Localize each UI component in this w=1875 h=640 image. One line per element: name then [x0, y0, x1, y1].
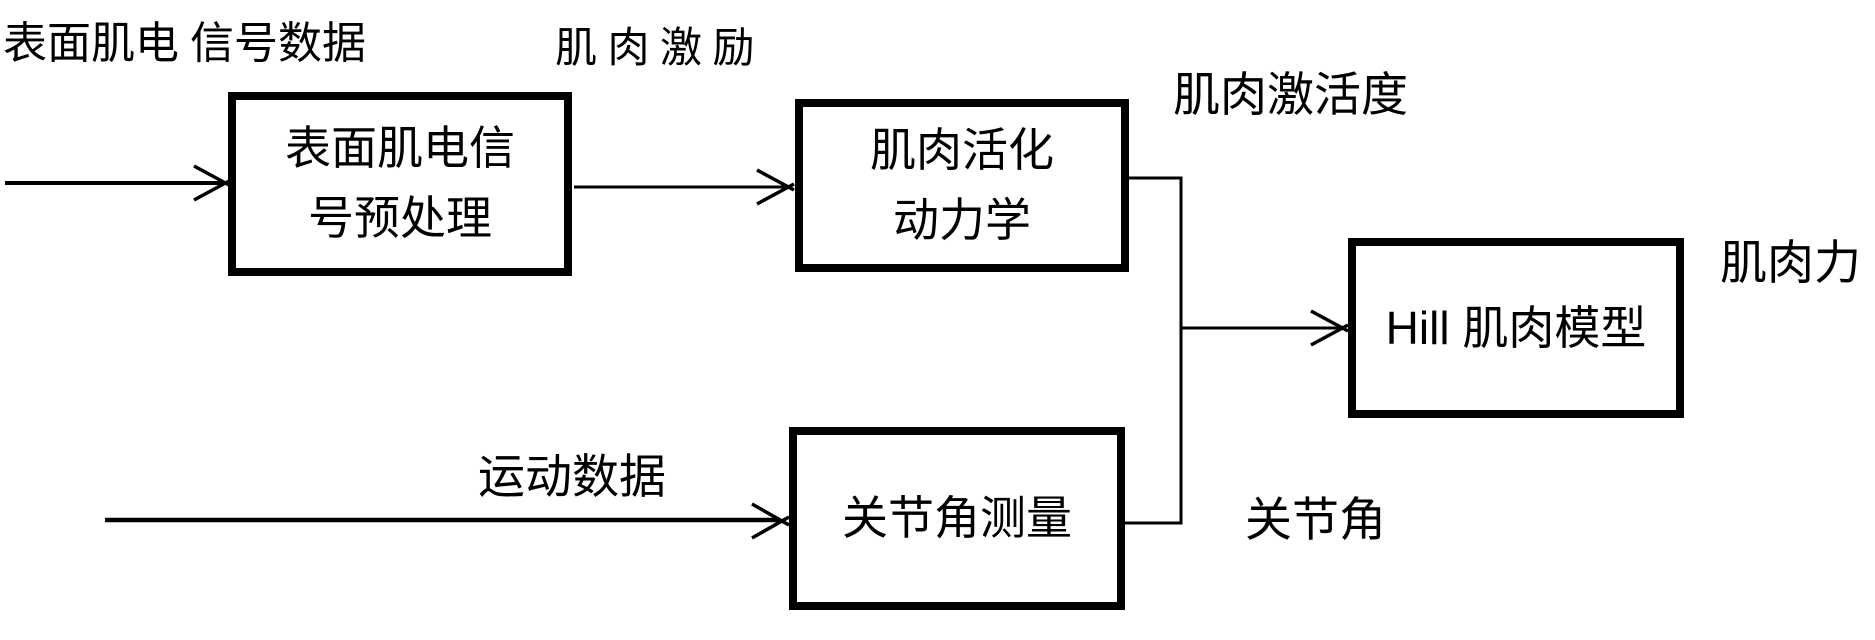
- merge-to-hill-arrowhead-icon: [1310, 309, 1349, 347]
- merge-elbow-connector: [1125, 176, 1183, 525]
- joint-angle-measure-label: 关节角测量: [842, 492, 1072, 544]
- preprocess-to-activation-arrowhead-icon: [756, 168, 795, 206]
- semg-preprocess-label-line2: 号预处理: [308, 193, 492, 244]
- hill-muscle-model-label: Hill 肌肉模型: [1385, 302, 1647, 354]
- joint-angle-measure-box: 关节角测量: [789, 427, 1125, 610]
- muscle-excitation-label: 肌 肉 激 励: [555, 26, 755, 72]
- semg-data-label-line2: 信号数据: [190, 19, 366, 68]
- semg-data-label-line1: 表面肌电: [3, 19, 179, 68]
- muscle-activation-dynamics-box: 肌肉活化 动力学: [795, 99, 1129, 272]
- motion-input-arrowhead-icon: [751, 502, 790, 540]
- hill-muscle-model-box: Hill 肌肉模型: [1348, 238, 1684, 418]
- muscle-activation-degree-label: 肌肉激活度: [1173, 70, 1408, 122]
- semg-preprocess-label-line1: 表面肌电信: [285, 123, 515, 174]
- semg-data-label: 表面肌电 信号数据: [3, 8, 366, 80]
- joint-angle-label: 关节角: [1245, 495, 1386, 547]
- semg-preprocess-box: 表面肌电信 号预处理: [228, 92, 572, 276]
- muscle-force-label: 肌肉力: [1720, 238, 1861, 290]
- muscle-activation-label-line2: 动力学: [893, 194, 1031, 246]
- semg-input-arrowhead-icon: [193, 164, 232, 202]
- muscle-activation-label-line1: 肌肉活化: [870, 124, 1054, 176]
- motion-data-label: 运动数据: [478, 452, 666, 504]
